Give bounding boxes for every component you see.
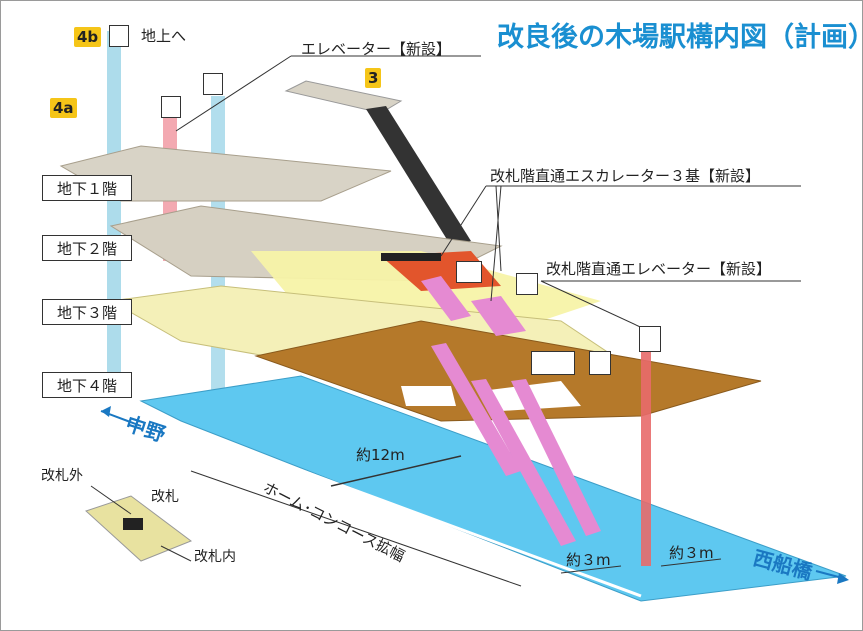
arrow-east-head [837,573,849,584]
legend-gate-label: 改札 [151,489,179,505]
elevator-icon [109,25,129,47]
leader-elevator-direct-2 [540,280,650,332]
callout-escalator-direct: 改札階直通エスカレーター３基【新設】 [490,167,761,185]
elevator-shaft-4b [107,31,121,391]
leader-escalator-4 [490,185,502,302]
exit-badge-4b: 4b [74,27,102,47]
floor-b4-mezzanine [254,320,762,422]
callout-elevator-new: エレベーター【新設】 [301,40,452,58]
page-title: 改良後の木場駅構内図（計画） [497,22,863,53]
leader-escalator-2 [440,185,487,257]
leader-elevator-new-2 [175,55,292,132]
exit-3-stair [366,106,471,246]
elevator-icon [203,73,223,95]
platform-plane [139,375,847,602]
exit-badge-3: 3 [365,68,382,88]
elevator-shaft-direct [641,326,651,566]
ticket-gates [381,253,441,261]
platform-edge-line [145,411,642,598]
dim-widen-left: 約３m [566,551,611,569]
floor-label-b2: 地下２階 [42,235,132,261]
legend-outside: 改札外 [41,468,83,484]
floor-label-b4: 地下４階 [42,372,132,398]
restroom-icon [589,351,611,375]
exit-badge-4a: 4a [50,98,77,118]
dim-line-12m [330,455,462,487]
escalator-5 [511,379,601,536]
callout-to-ground: 地上へ [141,27,187,45]
legend-leader-outside [90,485,132,515]
exit-3-plane [284,80,403,114]
floor-label-b3: 地下３階 [42,299,132,325]
leader-escalator-3 [495,185,502,272]
mezzanine-opening-a [401,386,456,406]
elevator-icon [516,273,538,295]
escalator-1 [421,276,471,321]
dim-line-3m-right [660,558,722,567]
elevator-icon [639,326,661,352]
floor-label-b1: 地下１階 [42,175,132,201]
dim-widen-right: 約３m [669,544,714,562]
arrow-west-head [101,406,111,417]
wheelchair-icon [456,261,482,283]
dim-platform-width: 約12m [356,446,405,464]
dim-line-3m-left [560,565,622,574]
dim-line-expansion [190,470,522,587]
legend-inside: 改札内 [194,549,236,565]
escalator-4 [471,379,576,546]
elevator-icon [161,96,181,118]
escalator-2 [471,296,526,336]
legend-gate [123,518,143,530]
escalator-3 [431,343,521,476]
toilet-icon [531,351,575,375]
callout-elevator-direct: 改札階直通エレベーター【新設】 [546,260,772,278]
legend-leader-inside [160,545,192,562]
